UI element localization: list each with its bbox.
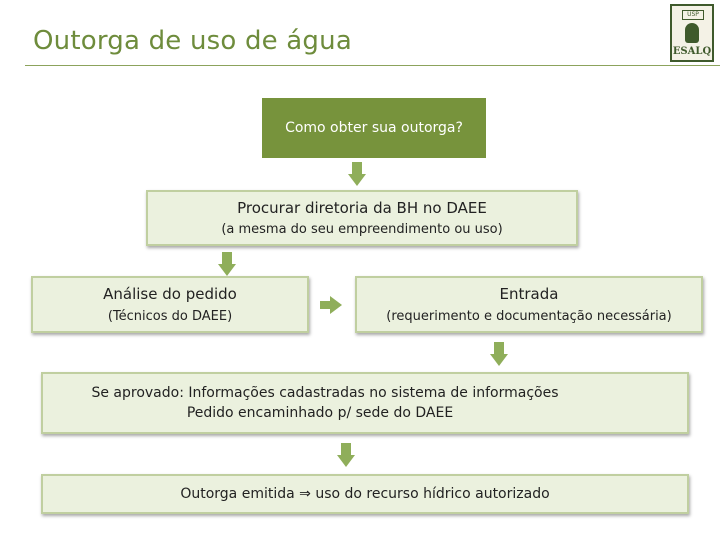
implies-arrow-icon: ⇒ — [299, 486, 311, 502]
step-procurar-line2: (a mesma do seu empreendimento ou uso) — [221, 222, 503, 237]
arrow-down-icon — [218, 252, 236, 276]
step-aprovado-line2: Pedido encaminhado p/ sede do DAEE — [186, 405, 454, 421]
arrow-down-icon — [348, 162, 366, 186]
step-aprovado-box: Se aprovado: Informações cadastradas no … — [41, 372, 689, 434]
step-aprovado-line1: Se aprovado: Informações cadastradas no … — [91, 385, 559, 401]
step-entrada-line2: (requerimento e documentação necessária) — [386, 309, 672, 324]
final-text-after: uso do recurso hídrico autorizado — [310, 486, 550, 502]
step-entrada-box: Entrada (requerimento e documentação nec… — [355, 276, 703, 333]
step-analise-line2: (Técnicos do DAEE) — [107, 309, 233, 324]
final-text-before: Outorga emitida — [180, 486, 300, 502]
step-entrada-line1: Entrada — [499, 285, 559, 303]
step-procurar-line1: Procurar diretoria da BH no DAEE — [237, 199, 487, 217]
arrow-down-icon — [490, 342, 508, 366]
final-outorga-text: Outorga emitida ⇒ uso do recurso hídrico… — [180, 486, 549, 502]
step-analise-box: Análise do pedido (Técnicos do DAEE) — [31, 276, 309, 333]
logo-emblem-icon — [685, 23, 699, 43]
arrow-right-icon — [320, 296, 342, 314]
step-analise-line1: Análise do pedido — [103, 285, 237, 303]
logo-usp-text: USP — [682, 10, 704, 20]
start-box: Como obter sua outorga? — [262, 98, 486, 158]
logo-esalq-text: ESALQ — [672, 46, 712, 57]
step-procurar-box: Procurar diretoria da BH no DAEE (a mesm… — [146, 190, 578, 246]
final-outorga-box: Outorga emitida ⇒ uso do recurso hídrico… — [41, 474, 689, 514]
arrow-down-icon — [337, 443, 355, 467]
slide-title: Outorga de uso de água — [33, 26, 352, 56]
esalq-logo: USP ESALQ — [670, 4, 714, 62]
title-divider — [25, 65, 720, 66]
start-box-label: Como obter sua outorga? — [285, 120, 463, 136]
